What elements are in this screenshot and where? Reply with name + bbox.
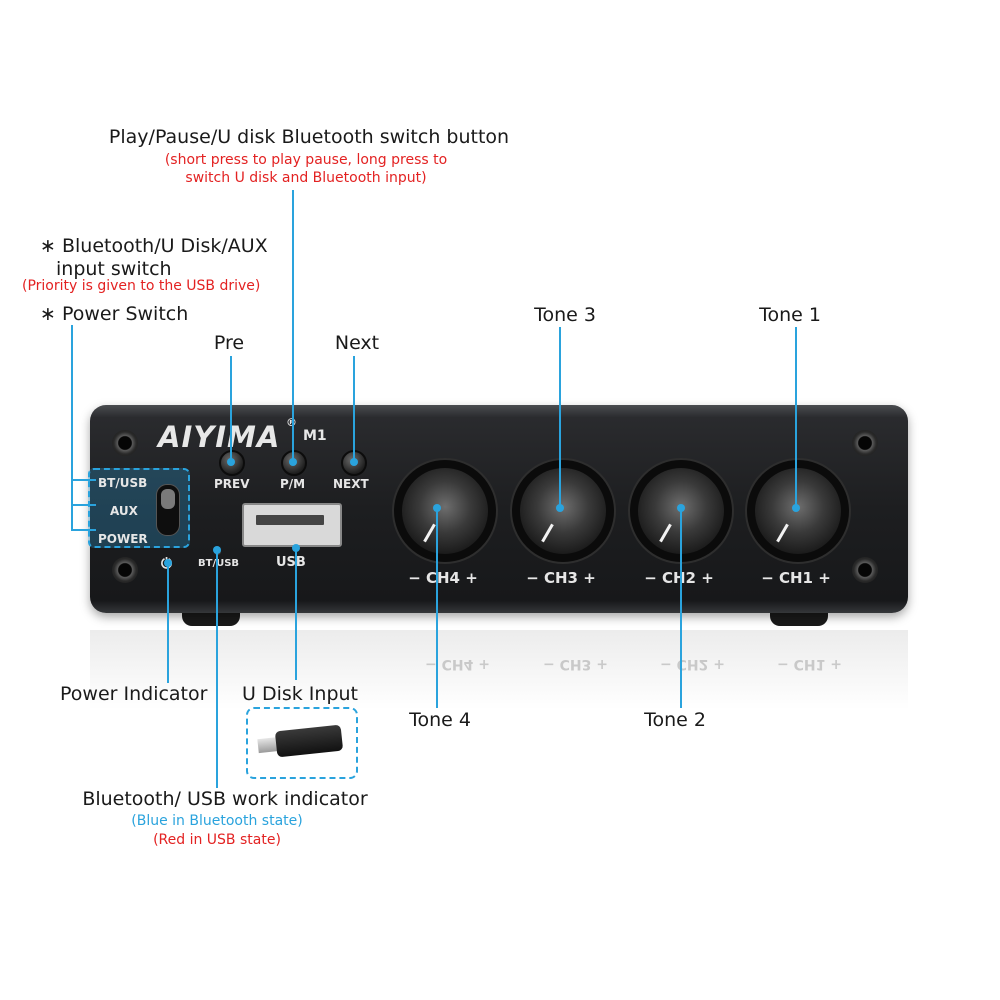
usb-label: USB <box>276 555 306 570</box>
ch2-label: − CH2 + <box>644 569 714 587</box>
input-switch-label-line2: input switch <box>56 258 172 280</box>
input-power-toggle-switch[interactable] <box>156 484 180 536</box>
device-foot-left <box>182 612 240 626</box>
screw-icon <box>852 430 878 456</box>
input-switch-label-line1: ∗ Bluetooth/U Disk/AUX <box>40 235 268 257</box>
play-pause-label: Play/Pause/U disk Bluetooth switch butto… <box>108 126 510 148</box>
power-switch-label: ∗ Power Switch <box>40 303 189 325</box>
udisk-illustration-frame <box>246 707 358 779</box>
ch4-label: − CH4 + <box>408 569 478 587</box>
screw-icon <box>852 557 878 583</box>
tone4-label: Tone 4 <box>409 709 471 731</box>
input-switch-note: (Priority is given to the USB drive) <box>22 278 261 294</box>
screw-icon <box>112 557 138 583</box>
tone-knob-ch3[interactable] <box>510 458 616 564</box>
udisk-input-label: U Disk Input <box>242 683 358 705</box>
ch3-label: − CH3 + <box>526 569 596 587</box>
bt-usb-indicator-label: BT/USB <box>198 558 240 569</box>
device-reflection <box>90 630 908 710</box>
bt-usb-indicator-callout: Bluetooth/ USB work indicator <box>82 788 368 810</box>
tone-knob-ch4[interactable] <box>392 458 498 564</box>
tone3-label: Tone 3 <box>534 304 596 326</box>
tone2-label: Tone 2 <box>644 709 706 731</box>
play-pause-note-line2: switch U disk and Bluetooth input) <box>185 170 427 186</box>
usb-port[interactable] <box>242 503 342 547</box>
screw-icon <box>112 430 138 456</box>
registered-mark: ® <box>286 416 297 429</box>
tone1-label: Tone 1 <box>759 304 821 326</box>
switch-label-bt-usb: BT/USB <box>98 476 148 490</box>
next-callout-label: Next <box>334 332 380 354</box>
prev-label: PREV <box>214 477 250 491</box>
bt-usb-note-blue: (Blue in Bluetooth state) <box>131 813 303 829</box>
brand-logo: AIYIMA <box>158 420 281 454</box>
switch-label-aux: AUX <box>110 504 138 518</box>
pm-label: P/M <box>280 477 306 491</box>
power-indicator-label: Power Indicator <box>60 683 208 705</box>
device-foot-right <box>770 612 828 626</box>
ch1-label: − CH1 + <box>761 569 831 587</box>
play-pause-note-line1: (short press to play pause, long press t… <box>164 152 448 168</box>
next-label: NEXT <box>333 477 369 491</box>
model-name: M1 <box>303 428 327 444</box>
switch-label-power: POWER <box>98 532 148 546</box>
pre-label: Pre <box>213 332 245 354</box>
bt-usb-note-red: (Red in USB state) <box>153 832 281 848</box>
